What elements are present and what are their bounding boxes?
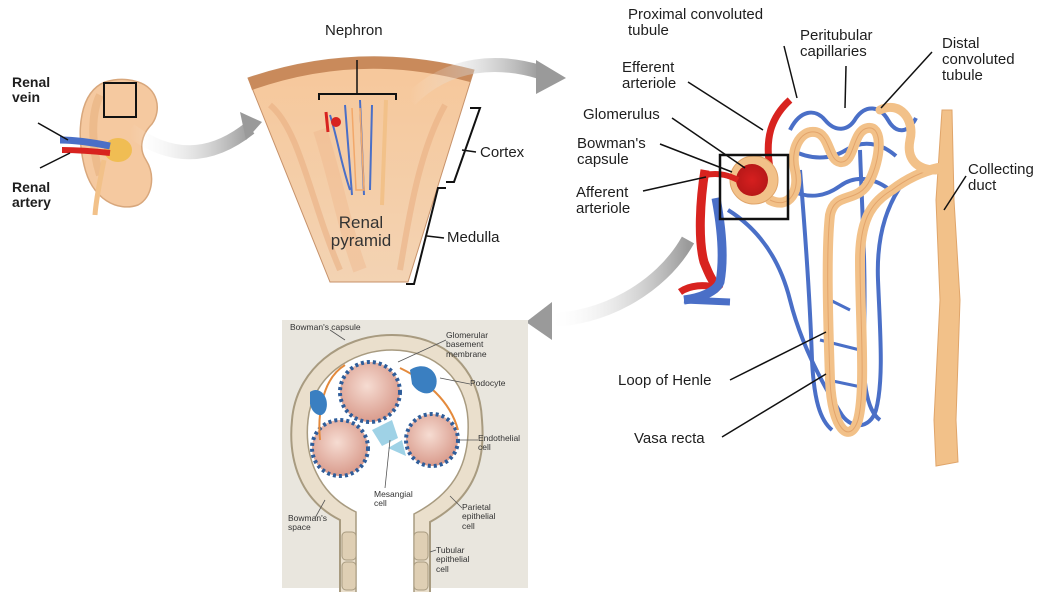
glomerulus-detail xyxy=(282,320,528,592)
parietal-line-3: cell xyxy=(462,522,496,531)
parietal-label: Parietal epithelial cell xyxy=(462,503,496,531)
glomerulus-label: Glomerulus xyxy=(583,107,660,123)
distal-line-1: Distal xyxy=(942,36,1015,52)
afferent-arteriole-label: Afferent arteriole xyxy=(576,185,630,217)
efferent-arteriole-label: Efferent arteriole xyxy=(622,60,676,92)
detail-bowmans-capsule-label: Bowman's capsule xyxy=(290,323,361,332)
mesangial-label: Mesangial cell xyxy=(374,490,413,509)
proximal-line-2: tubule xyxy=(628,23,763,39)
loop-of-henle-label: Loop of Henle xyxy=(618,373,711,389)
podocyte-label: Podocyte xyxy=(470,379,505,388)
cortex-label: Cortex xyxy=(480,145,524,161)
collecting-line-2: duct xyxy=(968,178,1034,194)
afferent-line-1: Afferent xyxy=(576,185,630,201)
tubular-line-3: cell xyxy=(436,565,470,574)
collecting-duct-label: Collecting duct xyxy=(968,162,1034,194)
peritubular-line-1: Peritubular xyxy=(800,28,873,44)
nephron-label: Nephron xyxy=(325,23,383,39)
renal-pyramid-line-2: pyramid xyxy=(326,232,396,250)
endothelial-label: Endothelial cell xyxy=(478,434,520,453)
renal-artery-line-2: artery xyxy=(12,195,51,210)
gbm-label: Glomerular basement membrane xyxy=(446,331,488,359)
distal-line-2: convoluted xyxy=(942,52,1015,68)
renal-pyramid-line-1: Renal xyxy=(326,214,396,232)
renal-artery-line-1: Renal xyxy=(12,180,51,195)
vasa-recta-label: Vasa recta xyxy=(634,431,705,447)
renal-vein-label: Renal vein xyxy=(12,75,50,104)
distal-line-3: tubule xyxy=(942,68,1015,84)
gbm-line-3: membrane xyxy=(446,350,488,359)
renal-wedge xyxy=(248,57,480,284)
bowmans-capsule-label: Bowman's capsule xyxy=(577,136,646,168)
mesangial-line-2: cell xyxy=(374,499,413,508)
efferent-line-2: arteriole xyxy=(622,76,676,92)
distal-tubule-label: Distal convoluted tubule xyxy=(942,36,1015,83)
kidney-illustration xyxy=(38,79,157,215)
bowmans-space-label: Bowman's space xyxy=(288,514,327,533)
collecting-line-1: Collecting xyxy=(968,162,1034,178)
renal-artery-label: Renal artery xyxy=(12,180,51,209)
endothelial-line-2: cell xyxy=(478,443,520,452)
bowmans-space-line-2: space xyxy=(288,523,327,532)
peritubular-capillaries-label: Peritubular capillaries xyxy=(800,28,873,60)
proximal-line-1: Proximal convoluted xyxy=(628,7,763,23)
peritubular-line-2: capillaries xyxy=(800,44,873,60)
bowmans-line-2: capsule xyxy=(577,152,646,168)
nephron-illustration xyxy=(643,46,966,466)
medulla-label: Medulla xyxy=(447,230,500,246)
proximal-tubule-label: Proximal convoluted tubule xyxy=(628,7,763,39)
renal-vein-line-1: Renal xyxy=(12,75,50,90)
efferent-line-1: Efferent xyxy=(622,60,676,76)
afferent-line-2: arteriole xyxy=(576,201,630,217)
renal-vein-line-2: vein xyxy=(12,90,50,105)
bowmans-line-1: Bowman's xyxy=(577,136,646,152)
renal-pyramid-label: Renal pyramid xyxy=(326,214,396,250)
tubular-label: Tubular epithelial cell xyxy=(436,546,470,574)
